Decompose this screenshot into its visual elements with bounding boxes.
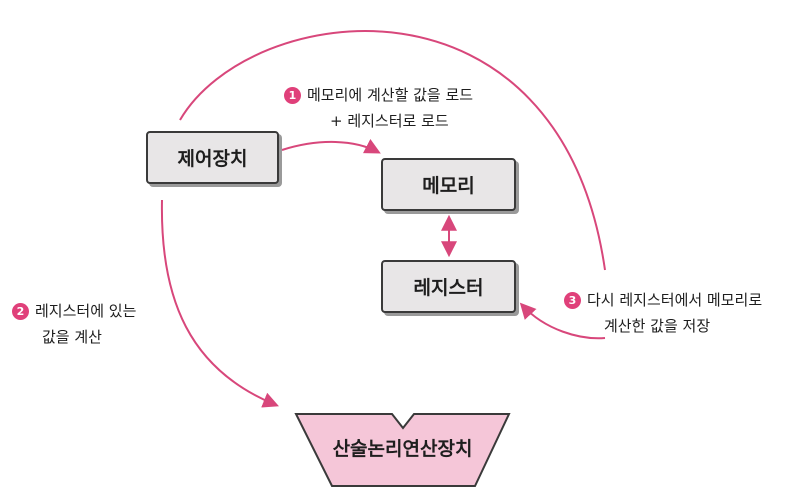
memory-label: 메모리 [422,175,475,197]
arrow-control-to-memory [281,138,381,154]
step-2-line-1: 레지스터에 있는 [35,302,137,320]
step-1-annotation: 1 메모리에 계산할 값을 로드 + 레지스터로 로드 [284,82,473,134]
step-3-badge: 3 [564,292,581,309]
step-3-line-2: 계산한 값을 저장 [604,317,711,335]
step-3-annotation: 3 다시 레지스터에서 메모리로 계산한 값을 저장 [564,287,762,339]
step-1-badge: 1 [284,87,301,104]
alu-label: 산술논리연산장치 [332,438,473,460]
arrow-to-register [519,302,606,340]
step-2-annotation: 2 레지스터에 있는 값을 계산 [12,298,136,350]
step-1-line-1: 메모리에 계산할 값을 로드 [307,86,474,104]
register-box: 레지스터 [381,260,516,313]
arrow-control-to-alu [160,199,279,408]
control-unit-box: 제어장치 [146,131,279,184]
step-3-line-1: 다시 레지스터에서 메모리로 [587,291,763,309]
memory-box: 메모리 [381,158,516,211]
step-2-line-2: 값을 계산 [42,328,102,346]
arc-control-to-step3 [179,30,606,271]
register-label: 레지스터 [413,277,484,299]
alu-shape [294,413,511,487]
control-unit-label: 제어장치 [177,148,248,170]
step-2-badge: 2 [12,303,29,320]
step-1-line-2: + 레지스터로 로드 [330,112,449,130]
